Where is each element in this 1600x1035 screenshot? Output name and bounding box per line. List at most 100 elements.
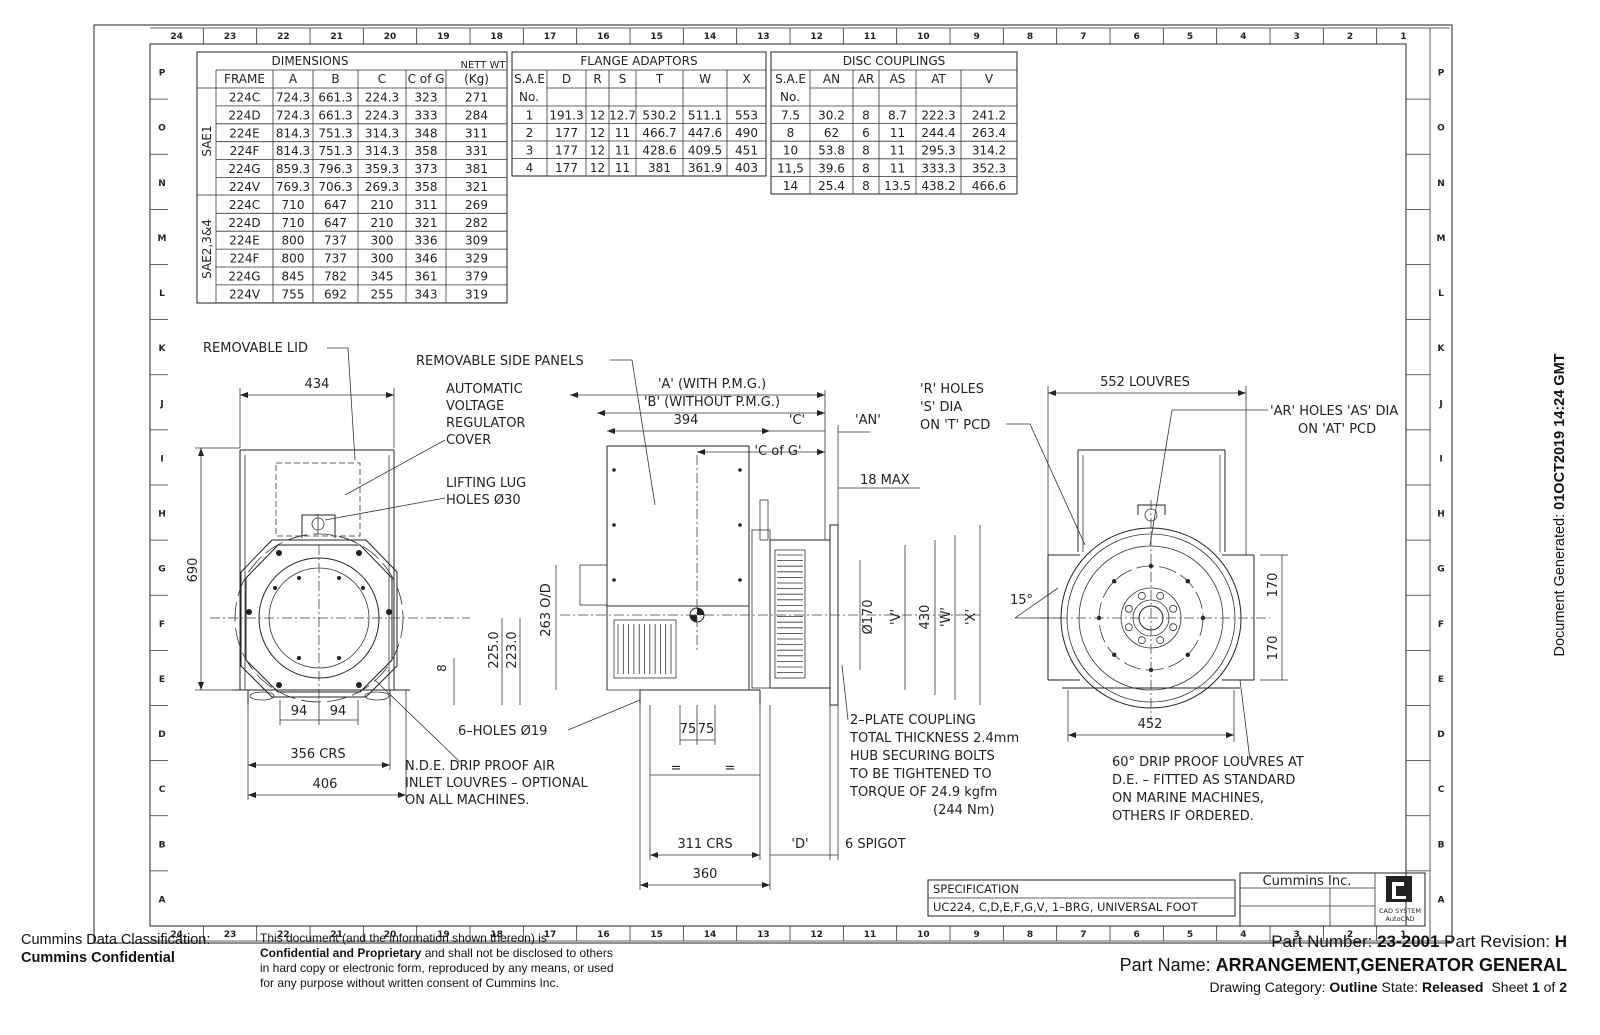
eq-right: = [725, 761, 736, 776]
col-label-top: 10 [917, 32, 930, 42]
label-ar-holes-2: ON 'AT' PCD [1298, 422, 1376, 437]
disc-cell: 10 [783, 144, 798, 158]
disc-cell: 314.2 [972, 144, 1006, 158]
dim-263-od: 263 O/D [539, 583, 554, 637]
col-label-bottom: 10 [917, 930, 930, 940]
dimensions-cell: 224C [229, 198, 260, 212]
disc-cell: 6 [862, 126, 870, 140]
disc-cell: 8 [787, 126, 795, 140]
label-coupling-6: (244 Nm) [933, 803, 994, 818]
dimensions-cell: 647 [324, 198, 347, 212]
disc-cell: 11 [890, 126, 905, 140]
category-line: Drawing Category: Outline State: Release… [1120, 977, 1567, 997]
flange-cell: 12.7 [609, 109, 636, 123]
col-label-top: 23 [224, 32, 237, 42]
dimensions-cell: 336 [415, 234, 438, 248]
dimensions-header: C of G [408, 72, 445, 86]
dimensions-cell: 661.3 [318, 91, 352, 105]
flange-subheader: No. [519, 90, 539, 104]
state-label: State: [1377, 979, 1422, 995]
dimensions-cell: 224F [230, 144, 260, 158]
dim-223: 223.0 [505, 631, 520, 668]
disc-header: AR [858, 72, 875, 86]
col-label-top: 21 [330, 32, 343, 42]
col-label-bottom: 22 [277, 930, 290, 940]
sheet-total: 2 [1559, 979, 1567, 995]
col-label-bottom: 13 [757, 930, 770, 940]
flange-cell: 511.1 [688, 109, 722, 123]
label-avr-1: AUTOMATIC [446, 382, 523, 397]
label-coupling-2: TOTAL THICKNESS 2.4mm [849, 731, 1019, 746]
notice-line-2: Confidential and Proprietary and shall n… [260, 946, 650, 961]
dim-75-a: 75 [680, 722, 697, 737]
col-label-bottom: 19 [437, 930, 450, 940]
dimensions-cell: 343 [415, 287, 438, 301]
label-r-holes-3: ON 'T' PCD [920, 418, 990, 433]
col-label-top: 17 [544, 32, 557, 42]
dimensions-cell: 224D [228, 216, 260, 230]
flange-cell: 361.9 [688, 161, 722, 175]
row-label-right: G [1437, 565, 1444, 575]
nde-end-view: 434 690 94 94 356 CRS 406 8 225.0 223.0 … [186, 341, 641, 808]
sheet-number: 1 [1531, 979, 1540, 995]
label-v: 'V' [889, 609, 904, 625]
dim-552-louvres: 552 LOUVRES [1100, 375, 1190, 390]
dimensions-cell: 359.3 [365, 162, 399, 176]
dimensions-cell: 361 [415, 270, 438, 284]
col-label-top: 5 [1187, 32, 1193, 42]
part-number: 23-2001 [1377, 932, 1440, 951]
label-coupling-5: TORQUE OF 24.9 kgfm [849, 785, 997, 800]
disc-cell: 295.3 [921, 144, 955, 158]
label-nde-2: INLET LOUVRES – OPTIONAL [405, 776, 588, 791]
dimensions-cell: 311 [465, 126, 488, 140]
dimensions-header: A [289, 72, 298, 86]
disc-cell: 62 [824, 126, 839, 140]
disc-header: S.A.E [775, 72, 806, 86]
notice-line-1: This document (and the information shown… [260, 931, 547, 945]
flange-header: D [562, 72, 571, 86]
row-label-left: D [158, 730, 165, 740]
dimensions-cell: 329 [465, 252, 488, 266]
dim-8: 8 [435, 664, 449, 672]
label-an: 'AN' [855, 413, 881, 428]
flange-cell: 409.5 [688, 144, 722, 158]
document-generated: Document Generated: 01OCT2019 14:24 GMT [1552, 353, 1568, 656]
col-label-bottom: 8 [1027, 930, 1033, 940]
dimensions-header: C [378, 72, 386, 86]
label-de-1: 60° DRIP PROOF LOUVRES AT [1112, 755, 1304, 770]
col-label-top: 16 [597, 32, 610, 42]
col-label-bottom: 23 [224, 930, 237, 940]
dimensions-title: DIMENSIONS [272, 54, 349, 68]
col-label-bottom: 18 [490, 930, 503, 940]
disc-cell: 438.2 [921, 179, 955, 193]
dimensions-cell: 800 [282, 252, 305, 266]
col-label-bottom: 9 [974, 930, 980, 940]
dimensions-cell: 224D [228, 108, 260, 122]
row-label-right: B [1438, 840, 1445, 850]
row-label-left: H [158, 510, 166, 520]
row-label-left: M [158, 234, 167, 244]
disc-cell: 466.6 [972, 179, 1006, 193]
dimensions-cell: 769.3 [276, 180, 310, 194]
col-label-top: 7 [1080, 32, 1086, 42]
flange-cell: 12 [590, 126, 605, 140]
disc-cell: 263.4 [972, 126, 1006, 140]
dimensions-cell: 345 [371, 270, 394, 284]
part-name: ARRANGEMENT,GENERATOR GENERAL [1215, 955, 1567, 975]
de-end-view: 552 LOUVRES 452 170 170 15° 'R' HOLES 'S… [920, 375, 1398, 824]
data-classification: Cummins Data Classification: Cummins Con… [21, 931, 210, 967]
col-label-bottom: 2 [1347, 930, 1353, 940]
dimensions-cell: 800 [282, 234, 305, 248]
flange-title: FLANGE ADAPTORS [580, 54, 697, 68]
flange-cell: 177 [555, 144, 578, 158]
col-label-bottom: 6 [1134, 930, 1140, 940]
col-label-bottom: 5 [1187, 930, 1193, 940]
dimensions-cell: 379 [465, 270, 488, 284]
dimensions-cell: 210 [371, 216, 394, 230]
dimensions-header: FRAME [224, 72, 265, 86]
flange-cell: 466.7 [642, 126, 676, 140]
disc-header: V [985, 72, 994, 86]
row-label-left: I [160, 454, 163, 464]
dimensions-cell: 724.3 [276, 91, 310, 105]
